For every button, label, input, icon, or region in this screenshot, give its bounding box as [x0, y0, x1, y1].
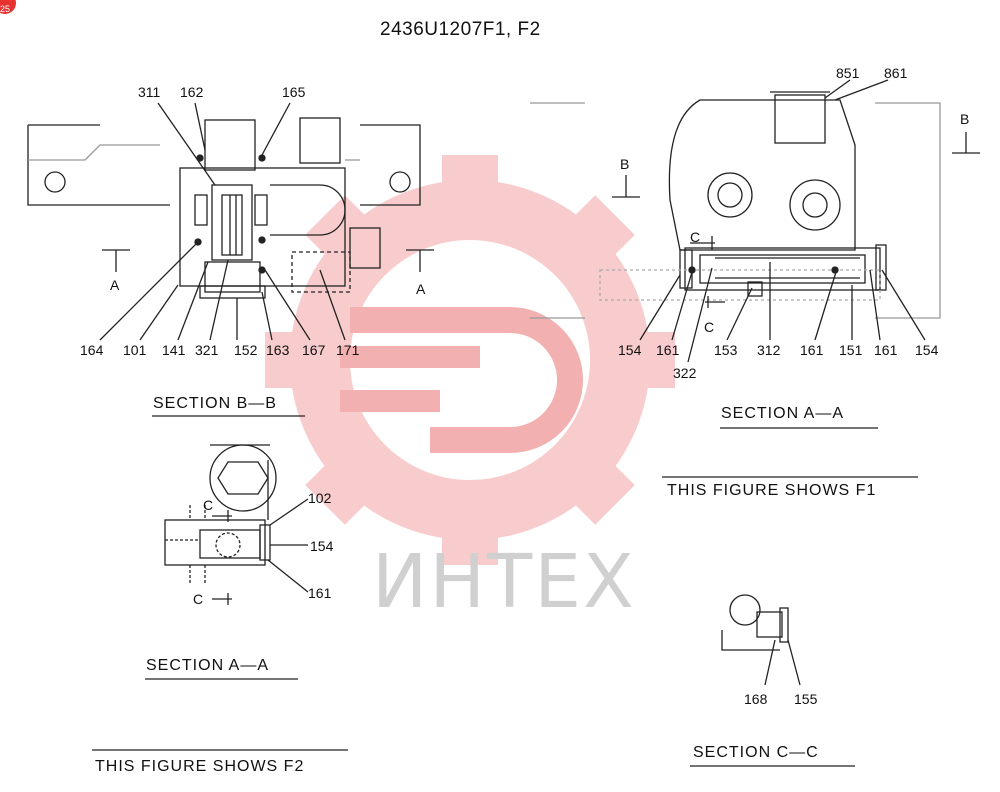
cut-label-a-right: A: [416, 281, 426, 297]
callout-153: 153: [714, 342, 738, 358]
figure-shows-f1: THIS FIGURE SHOWS F1: [667, 482, 877, 499]
cut-label-c-bottom: C: [704, 319, 715, 335]
callout-168: 168: [744, 691, 768, 707]
section-aa-f1-drawing: [530, 79, 980, 363]
callout-161: 161: [874, 342, 898, 358]
callout-164: 164: [80, 342, 104, 358]
figure-shows-f2: THIS FIGURE SHOWS F2: [95, 758, 305, 775]
section-bb-drawing: [27, 102, 434, 341]
callout-167: 167: [302, 342, 326, 358]
callout-851: 851: [836, 65, 860, 81]
cut-label-b-left: B: [620, 156, 630, 172]
callout-154: 154: [310, 538, 334, 554]
section-cc-caption: SECTION C—C: [693, 744, 819, 761]
callout-151: 151: [839, 342, 863, 358]
callout-161: 161: [656, 342, 680, 358]
section-aa-f2-drawing: [164, 444, 309, 605]
callout-154: 154: [915, 342, 939, 358]
callout-161: 161: [800, 342, 824, 358]
callout-155: 155: [794, 691, 818, 707]
cut-label-c-bottom: C: [193, 591, 204, 607]
cut-label-c-top: C: [203, 497, 214, 513]
callout-162: 162: [180, 84, 204, 100]
callout-152: 152: [234, 342, 258, 358]
callout-321: 321: [195, 342, 219, 358]
callout-312: 312: [757, 342, 781, 358]
callout-861: 861: [884, 65, 908, 81]
callout-322: 322: [673, 365, 697, 381]
section-aa-f1-caption: SECTION A—A: [721, 405, 845, 422]
watermark-text: ИНТЕХ: [372, 539, 636, 625]
callout-101: 101: [123, 342, 147, 358]
callout-163: 163: [266, 342, 290, 358]
section-cc-drawing: [721, 594, 801, 686]
corner-badge: 25: [0, 0, 16, 14]
cut-label-b-right: B: [960, 111, 970, 127]
callout-141: 141: [162, 342, 186, 358]
cut-label-c-top: C: [690, 229, 701, 245]
cut-label-a-left: A: [110, 277, 120, 293]
callout-154: 154: [618, 342, 642, 358]
section-bb-caption: SECTION B—B: [153, 395, 277, 412]
callout-311: 311: [138, 84, 161, 100]
section-aa-f2-caption: SECTION A—A: [146, 657, 270, 674]
callout-165: 165: [282, 84, 306, 100]
callout-171: 171: [336, 342, 360, 358]
callout-161: 161: [308, 585, 332, 601]
drawing-title: 2436U1207F1, F2: [380, 19, 541, 40]
callout-102: 102: [308, 490, 332, 506]
